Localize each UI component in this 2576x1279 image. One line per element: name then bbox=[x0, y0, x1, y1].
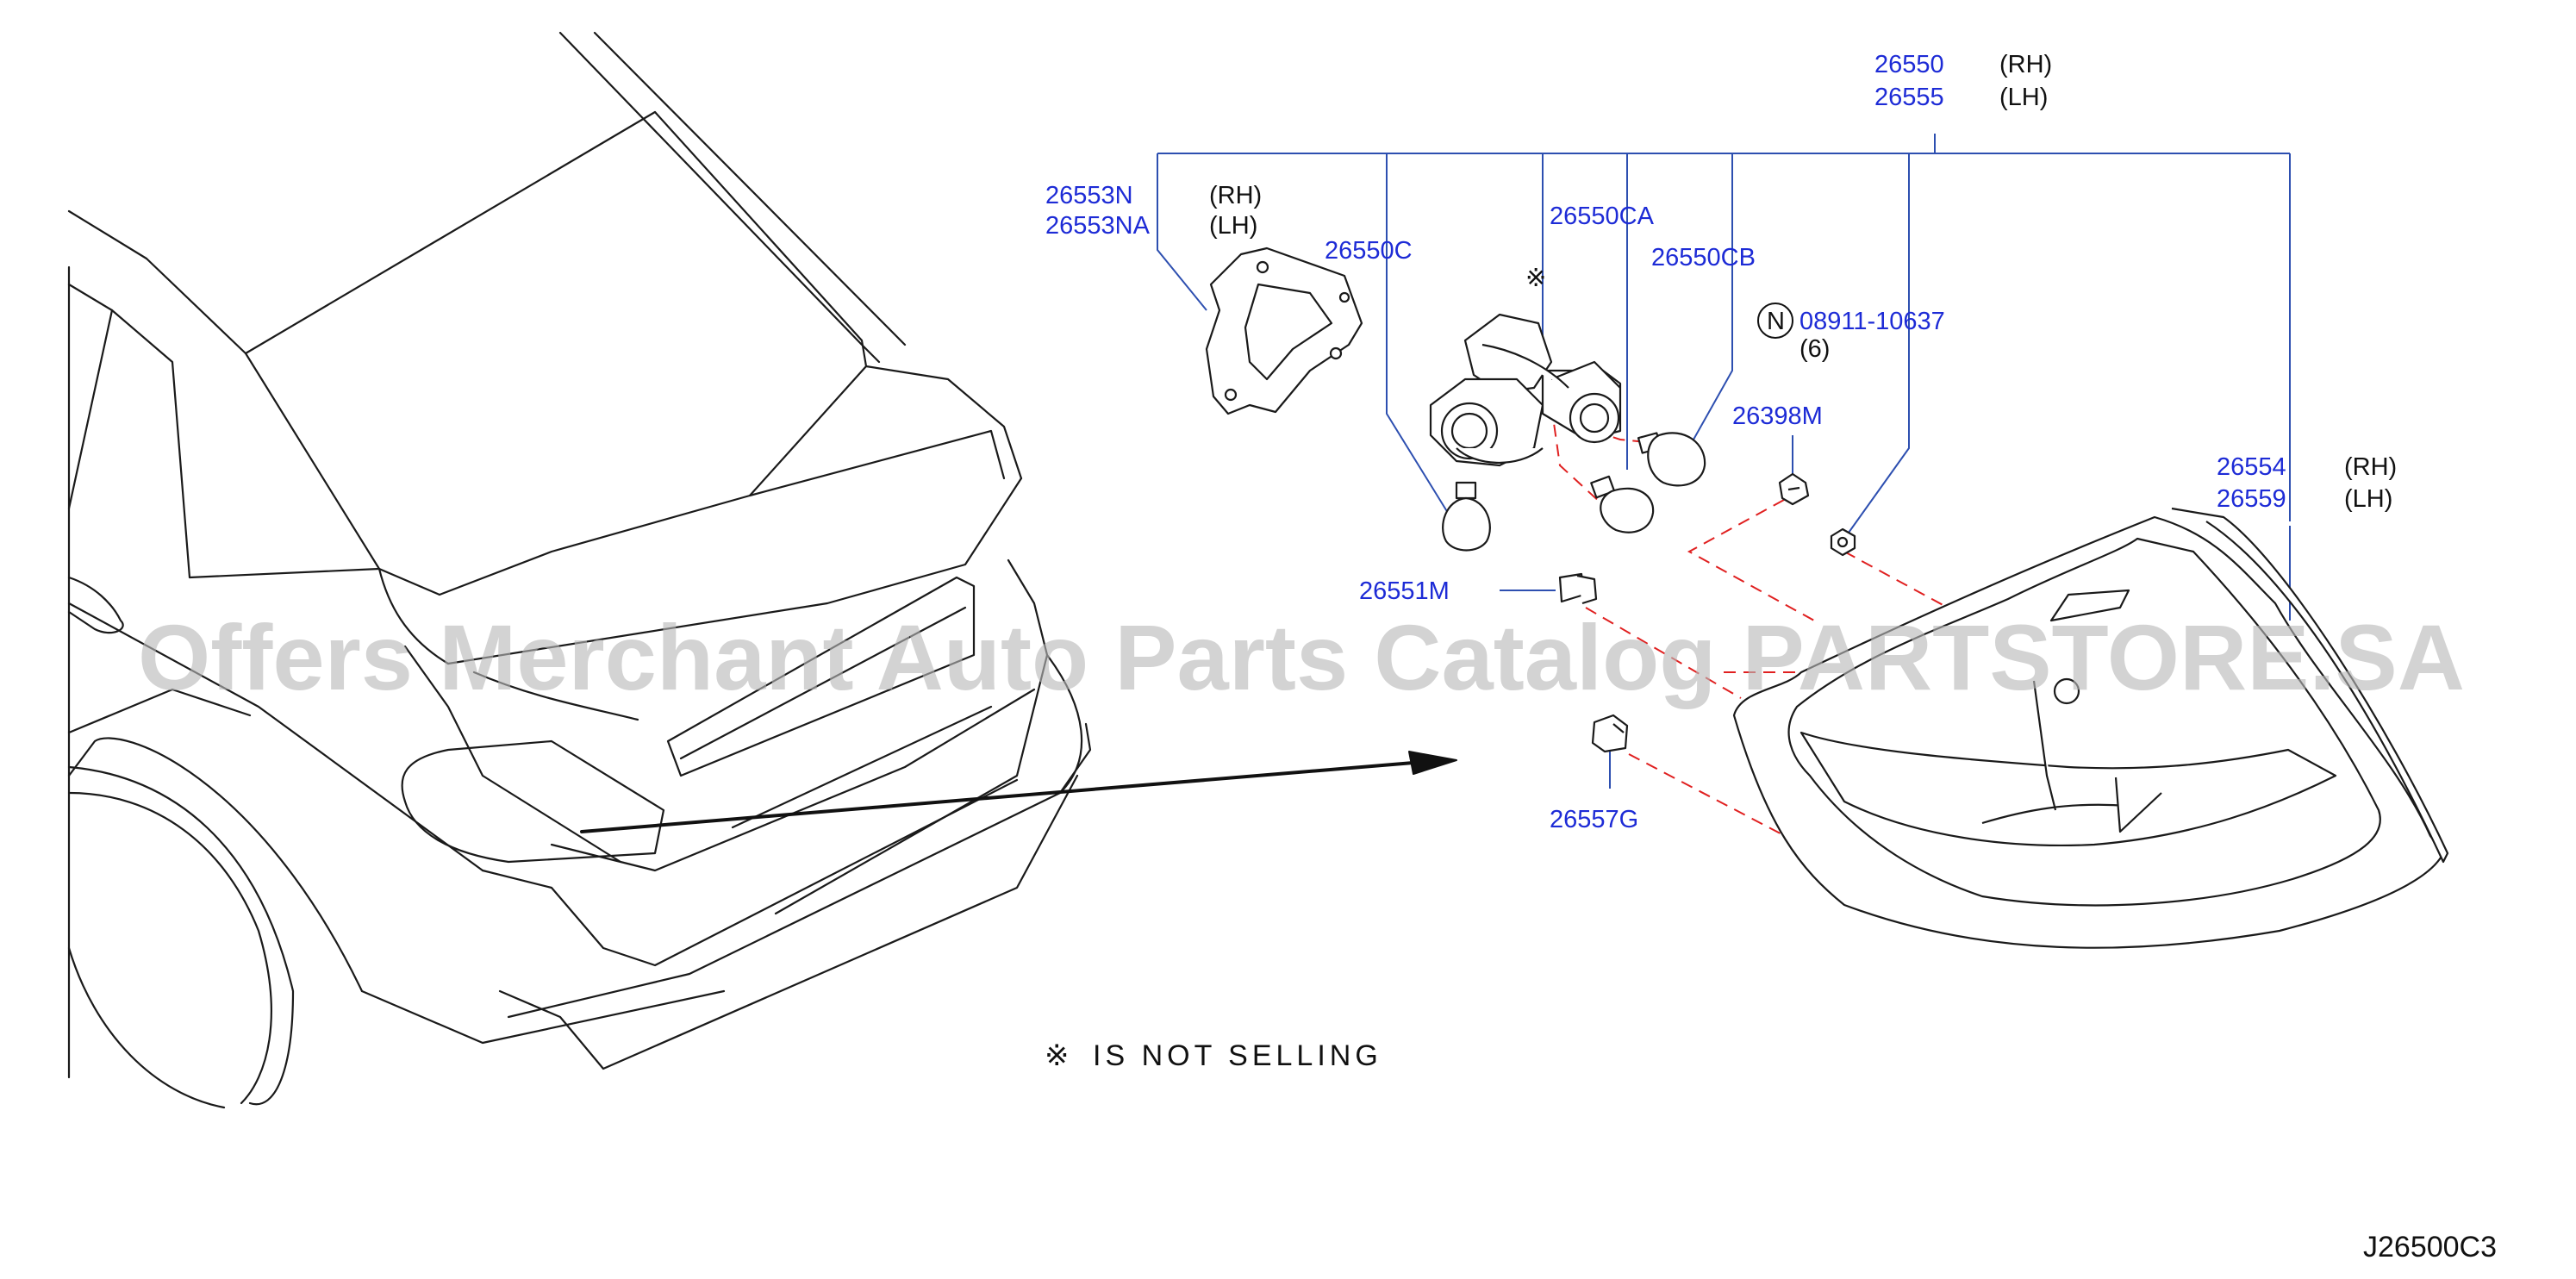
part-number-26555[interactable]: 26555 bbox=[1874, 84, 1944, 111]
nut-quantity: (6) bbox=[1799, 335, 1830, 363]
lh-tag: (LH) bbox=[2344, 485, 2392, 513]
lh-tag: (LH) bbox=[1209, 212, 1257, 240]
grommet-26557g[interactable] bbox=[1591, 714, 1629, 753]
part-number-26550[interactable]: 26550 bbox=[1874, 51, 1944, 78]
rh-tag: (RH) bbox=[1209, 182, 1262, 209]
part-number-26550cb[interactable]: 26550CB bbox=[1651, 244, 1756, 271]
diagram-code: J26500C3 bbox=[2363, 1231, 2497, 1263]
part-number-08911-10637[interactable]: 08911-10637 bbox=[1799, 308, 1945, 335]
part-number-26553n[interactable]: 26553N bbox=[1045, 182, 1133, 209]
bulb-26550ca[interactable] bbox=[1590, 475, 1655, 533]
note-symbol: ※ bbox=[1045, 1039, 1074, 1072]
not-selling-note: ※ IS NOT SELLING bbox=[1045, 1039, 1382, 1072]
bulb-26550cb[interactable] bbox=[1637, 432, 1706, 487]
n-symbol-circle bbox=[1757, 303, 1793, 339]
part-number-26550c[interactable]: 26550C bbox=[1325, 237, 1413, 265]
watermark-text: Offers Merchant Auto Parts Catalog PARTS… bbox=[138, 605, 2465, 709]
part-number-26559[interactable]: 26559 bbox=[2217, 485, 2286, 513]
lh-tag: (LH) bbox=[1999, 84, 2048, 111]
gasket-part[interactable] bbox=[1205, 246, 1363, 415]
tail-lamp-housing-part[interactable] bbox=[1732, 507, 2449, 949]
part-number-26551m[interactable]: 26551M bbox=[1359, 577, 1450, 605]
part-number-26550ca[interactable]: 26550CA bbox=[1550, 203, 1655, 230]
part-number-26553na[interactable]: 26553NA bbox=[1045, 212, 1151, 240]
rh-tag: (RH) bbox=[1999, 51, 2052, 78]
vehicle-rear-illustration bbox=[67, 31, 1457, 1109]
bulb-26550c[interactable] bbox=[1442, 481, 1491, 552]
n-symbol: N bbox=[1767, 308, 1785, 335]
part-number-26557g[interactable]: 26557G bbox=[1550, 806, 1638, 833]
leader-lines bbox=[1157, 134, 2291, 789]
socket-harness-part[interactable] bbox=[1429, 313, 1622, 467]
not-selling-mark: ※ bbox=[1525, 265, 1546, 292]
part-number-26554[interactable]: 26554 bbox=[2217, 453, 2286, 481]
part-number-26398m[interactable]: 26398M bbox=[1732, 402, 1823, 430]
rh-tag: (RH) bbox=[2344, 453, 2397, 481]
retainer-26551m[interactable] bbox=[1558, 572, 1598, 605]
note-text: IS NOT SELLING bbox=[1093, 1039, 1382, 1072]
clip-26398m[interactable] bbox=[1778, 472, 1810, 506]
nut-08911-10637[interactable] bbox=[1830, 527, 1856, 557]
callout-labels: 26550 (RH) 26555 (LH) 26553N (RH) 26553N… bbox=[1045, 51, 2397, 833]
